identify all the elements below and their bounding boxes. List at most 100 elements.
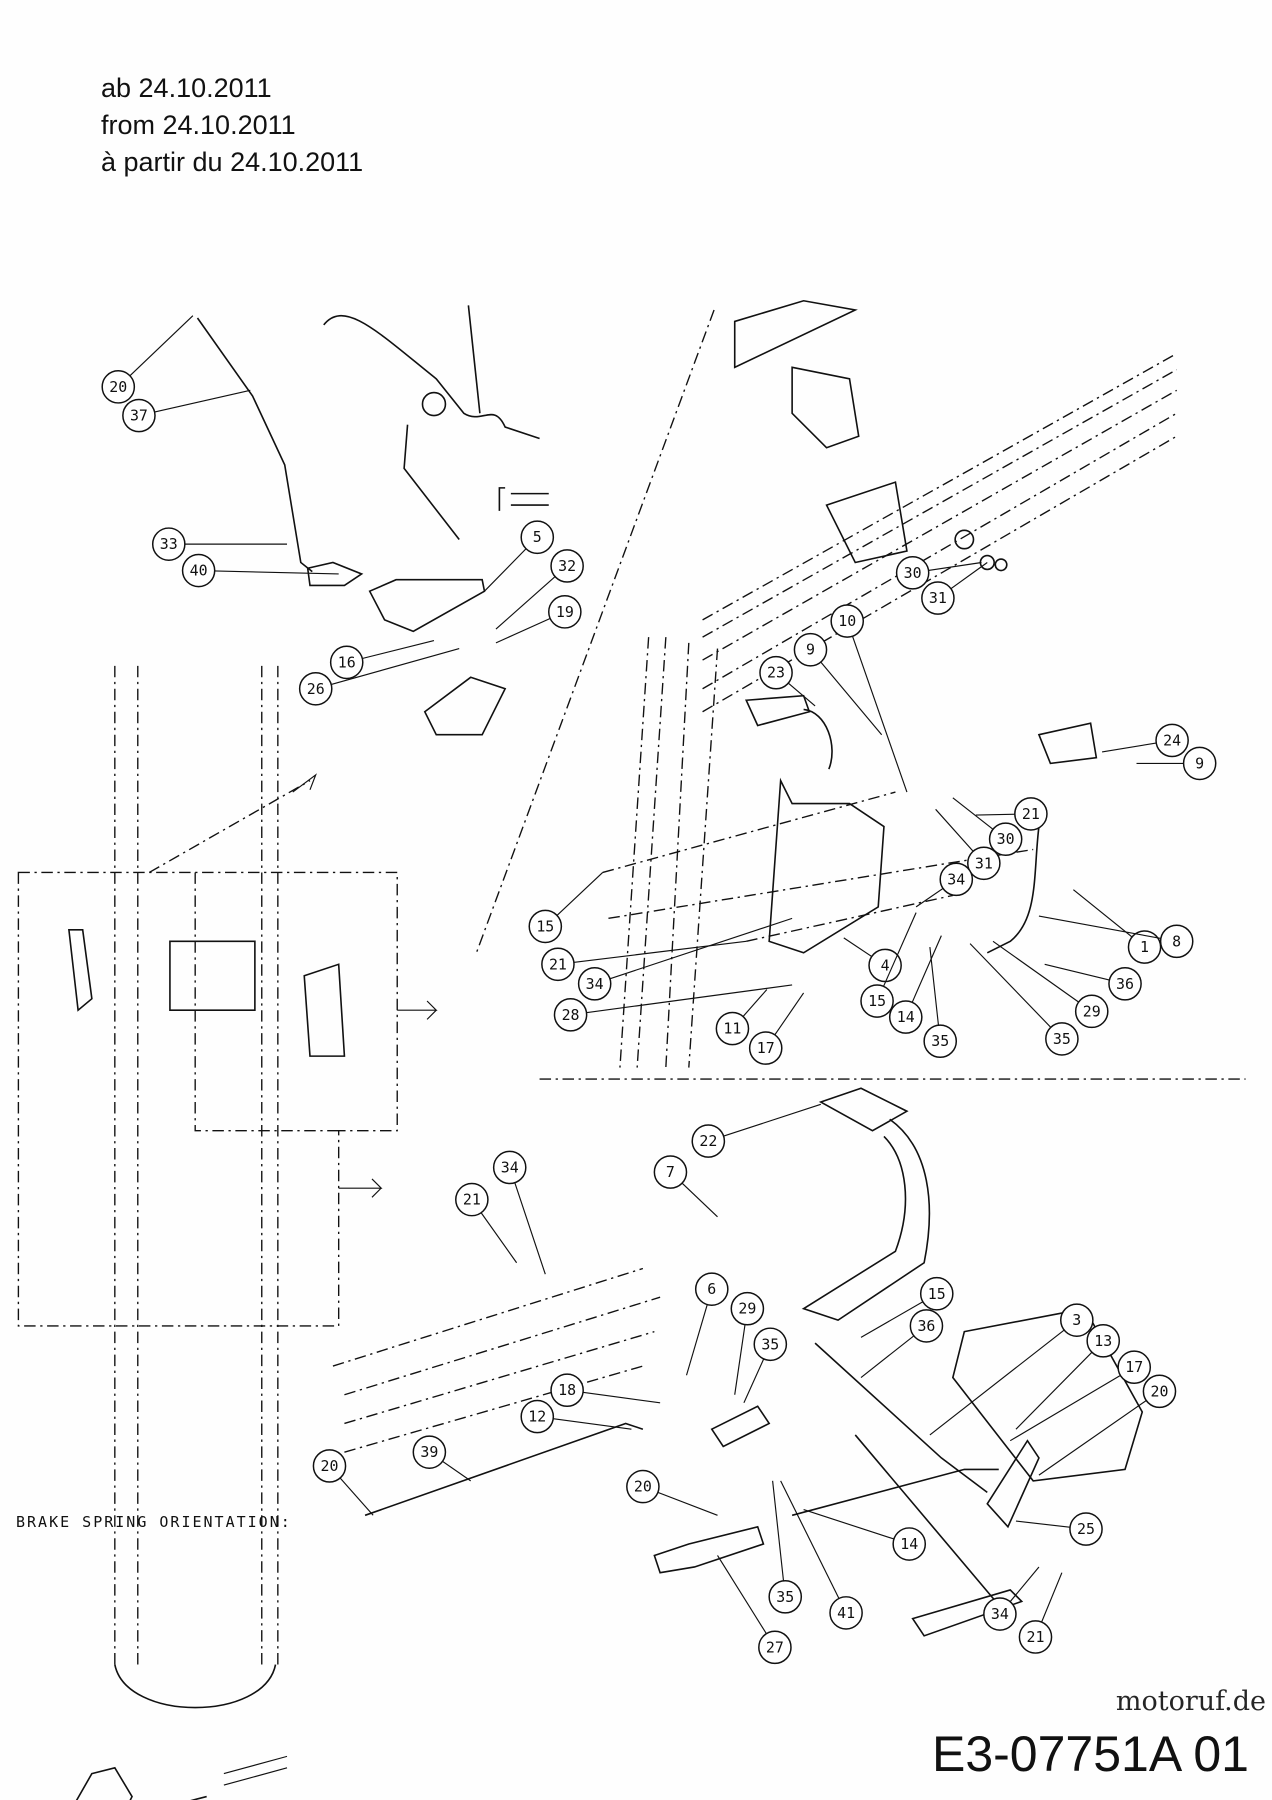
callout-circle [528, 909, 563, 944]
callout-number: 20 [321, 1457, 339, 1475]
callout-circle [122, 398, 156, 433]
callout-number: 24 [1163, 731, 1181, 749]
callout-circle [793, 632, 828, 667]
callout-number: 3 [1072, 1311, 1081, 1329]
callout-number: 20 [109, 378, 127, 396]
callout-35: 35 [923, 947, 958, 1059]
callout-31: 31 [935, 808, 1001, 881]
leader-line [929, 1319, 1078, 1436]
callout-circle [923, 1024, 958, 1059]
callout-15: 15 [528, 872, 604, 944]
callout-number: 31 [929, 589, 947, 607]
leader-line [594, 917, 793, 985]
callout-35: 35 [969, 943, 1079, 1056]
callout-number: 29 [738, 1300, 756, 1318]
callout-17: 17 [748, 992, 805, 1065]
callout-circle [892, 1527, 927, 1561]
callout-number: 13 [1094, 1332, 1112, 1350]
callout-circle [653, 1155, 688, 1189]
callout-circle [101, 370, 136, 404]
callout-circle [548, 595, 582, 629]
callout-36: 36 [1044, 963, 1142, 1001]
callout-number: 19 [556, 603, 574, 621]
callout-29: 29 [730, 1291, 765, 1395]
callout-number: 32 [558, 557, 576, 575]
leader-line [1015, 1340, 1104, 1430]
callout-37: 37 [122, 389, 251, 433]
callout-circle [694, 1272, 729, 1306]
callout-circle [626, 1469, 660, 1504]
callout-39: 39 [412, 1435, 472, 1482]
leader-line [846, 620, 908, 793]
callout-circle [1045, 1022, 1079, 1056]
leader-line [992, 940, 1093, 1012]
callout-number: 28 [562, 1006, 580, 1024]
leader-line [138, 389, 251, 417]
effective-date-note: ab 24.10.2011 from 24.10.2011 à partir d… [101, 70, 363, 181]
callout-circle [492, 1150, 527, 1185]
callout-circle [988, 822, 1023, 856]
callout-number: 15 [928, 1285, 946, 1303]
callout-number: 14 [900, 1535, 918, 1553]
date-french: à partir du 24.10.2011 [101, 147, 364, 177]
callout-29: 29 [992, 940, 1109, 1029]
callout-circle [550, 549, 584, 583]
callout-number: 34 [947, 870, 965, 888]
callout-number: 12 [528, 1408, 546, 1426]
callout-23: 23 [759, 655, 816, 707]
callout-circle [829, 1596, 863, 1630]
callout-number: 21 [463, 1191, 481, 1209]
callout-35: 35 [743, 1327, 788, 1404]
callout-9: 9 [793, 632, 883, 736]
callout-26: 26 [298, 648, 460, 706]
callout-circle [1074, 994, 1109, 1029]
callout-number: 10 [838, 612, 856, 630]
callout-circle [768, 1579, 803, 1614]
callout-1: 1 [1073, 889, 1162, 964]
callout-14: 14 [803, 1509, 927, 1561]
watermark-logo: motoruf.de [1115, 1686, 1266, 1717]
callout-circle [895, 556, 930, 590]
callout-circle [312, 1449, 347, 1483]
callout-number: 20 [1150, 1382, 1168, 1400]
callout-circle [1108, 966, 1142, 1001]
callout-number: 25 [1077, 1520, 1095, 1538]
callout-number: 30 [997, 830, 1015, 848]
callout-6: 6 [685, 1272, 729, 1376]
callout-number: 21 [1027, 1628, 1045, 1646]
callout-number: 23 [767, 664, 785, 682]
callout-3: 3 [929, 1303, 1094, 1436]
callout-circle [1018, 1620, 1053, 1654]
callout-circle [1014, 797, 1048, 831]
callout-number: 37 [130, 407, 148, 425]
leader-line [1038, 1390, 1160, 1476]
callout-number: 34 [501, 1158, 519, 1176]
callout-circle [329, 645, 364, 680]
callout-27: 27 [717, 1555, 792, 1665]
leader-line [1009, 1366, 1135, 1442]
callout-16: 16 [329, 640, 435, 680]
callout-circle [983, 1597, 1017, 1631]
leader-line [117, 315, 194, 388]
callout-8: 8 [1038, 915, 1194, 959]
callout-circle [919, 1276, 954, 1311]
callout-number: 20 [634, 1478, 652, 1496]
callout-circle [860, 984, 894, 1018]
callout-number: 35 [931, 1032, 949, 1050]
callout-number: 9 [1195, 754, 1204, 772]
callout-number: 6 [707, 1280, 716, 1298]
callout-number: 40 [190, 562, 208, 580]
callout-number: 36 [917, 1317, 935, 1335]
callout-circle [181, 553, 216, 588]
callout-circle [909, 1309, 944, 1343]
leader-line [315, 648, 460, 690]
callout-35: 35 [768, 1480, 803, 1614]
leader-line [810, 649, 883, 736]
callout-circle [888, 1000, 923, 1034]
callout-25: 25 [1015, 1512, 1103, 1546]
leader-line [557, 940, 747, 965]
callout-21: 21 [455, 1182, 518, 1264]
callout-32: 32 [495, 549, 584, 630]
